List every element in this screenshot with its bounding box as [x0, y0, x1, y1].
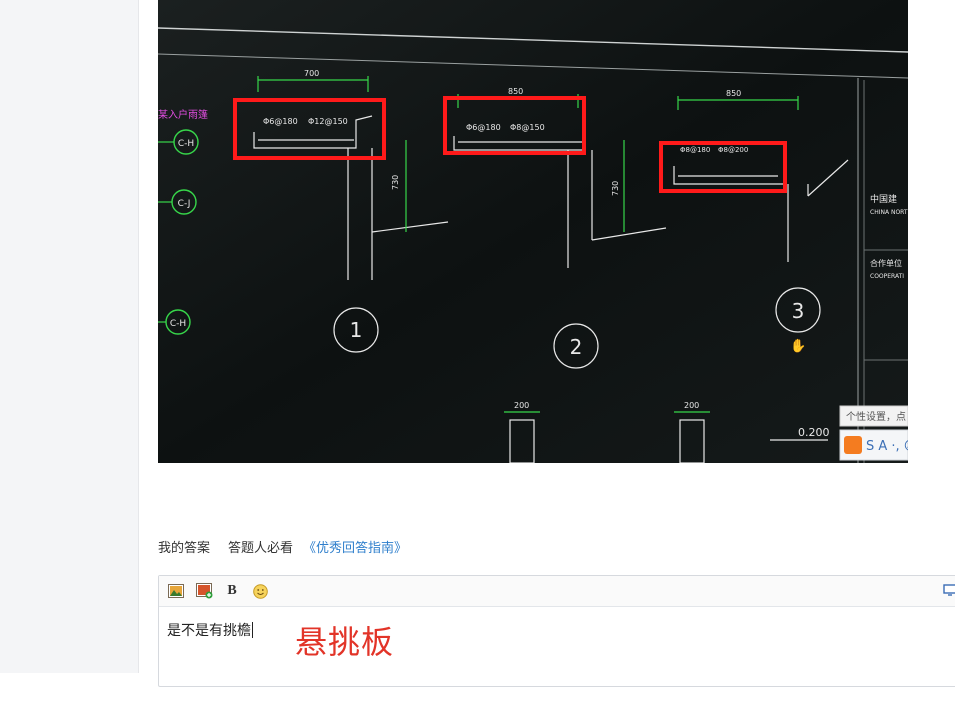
editor-toolbar: B	[159, 576, 955, 607]
emoji-button[interactable]	[251, 582, 269, 600]
title-block-text: 合作单位	[870, 258, 902, 268]
smiley-icon	[252, 583, 268, 599]
image-upload-icon	[195, 583, 212, 599]
ime-tooltip-text: 个性设置，点	[846, 410, 906, 423]
dim-label: 850	[726, 89, 741, 98]
cad-photo: 某入户雨篷 C-H C-J C-H	[158, 0, 908, 463]
highlight-box	[233, 98, 386, 160]
detail-number: 1	[350, 318, 363, 342]
insert-image-upload-button[interactable]	[195, 582, 213, 600]
rebar-label: Φ8@150	[510, 123, 545, 132]
answer-editor: B 是不是有挑檐 悬挑板	[158, 575, 955, 687]
column-sections	[504, 411, 828, 463]
svg-text:C-H: C-H	[170, 319, 186, 329]
left-gutter	[0, 0, 139, 673]
typed-answer-text: 是不是有挑檐	[167, 622, 251, 638]
ime-logo-icon	[844, 436, 862, 454]
axis-bubble: C-H	[158, 129, 199, 155]
dim-label: 850	[508, 87, 523, 96]
text-caret	[252, 622, 253, 638]
rebar-label: Φ6@180	[466, 123, 501, 132]
frame-line	[158, 27, 908, 53]
bold-button[interactable]: B	[227, 583, 237, 598]
axis-bubble: C-J	[158, 189, 197, 215]
canopy-detail-3	[673, 96, 849, 333]
must-read-label: 答题人必看	[228, 539, 294, 555]
left-title: 某入户雨篷	[158, 108, 208, 121]
image-icon	[168, 584, 184, 598]
ime-toolbar-chars: S A ·, ☺	[866, 439, 908, 454]
rebar-label: Φ12@150	[308, 117, 348, 126]
detail-number: 2	[570, 335, 583, 359]
answer-bar: 我的答案 答题人必看 《优秀回答指南》	[158, 537, 407, 555]
ime-tooltip	[839, 405, 908, 427]
title-block-text: 中国建	[870, 193, 897, 205]
highlight-box	[659, 141, 787, 193]
title-block-text: COOPERATI	[870, 273, 904, 280]
fullscreen-button[interactable]	[943, 583, 955, 597]
dim-label: 200	[514, 401, 529, 410]
screen-background	[158, 0, 908, 463]
answer-guide-link[interactable]: 《优秀回答指南》	[303, 539, 408, 555]
cad-drawing: 某入户雨篷 C-H C-J C-H	[158, 0, 908, 463]
hand-cursor-icon: ✋	[790, 338, 806, 354]
title-block-text: CHINA NORT	[870, 209, 908, 216]
detail-number: 3	[792, 299, 805, 323]
highlight-box	[443, 96, 586, 155]
insert-image-button[interactable]	[167, 582, 185, 600]
typed-answer: 是不是有挑檐	[167, 620, 253, 640]
frame-line	[158, 53, 908, 79]
canopy-detail-1	[253, 76, 449, 353]
svg-text:C-J: C-J	[178, 199, 191, 209]
dim-label: 200	[684, 401, 699, 410]
editor-text-area[interactable]: 是不是有挑檐 悬挑板	[159, 607, 955, 705]
my-answer-label: 我的答案	[158, 539, 211, 555]
height-label: 730	[611, 181, 620, 196]
axis-bubble: C-H	[158, 309, 191, 335]
monitor-icon	[943, 584, 955, 596]
rebar-label: Φ6@180	[263, 117, 298, 126]
dim-label: 700	[304, 69, 319, 78]
level-label: 0.200	[798, 426, 830, 439]
red-annotation: 悬挑板	[295, 623, 395, 661]
rebar-label: Φ8@200	[718, 146, 748, 154]
height-label: 730	[391, 175, 400, 190]
rebar-label: Φ8@180	[680, 146, 710, 154]
svg-text:C-H: C-H	[178, 139, 194, 149]
